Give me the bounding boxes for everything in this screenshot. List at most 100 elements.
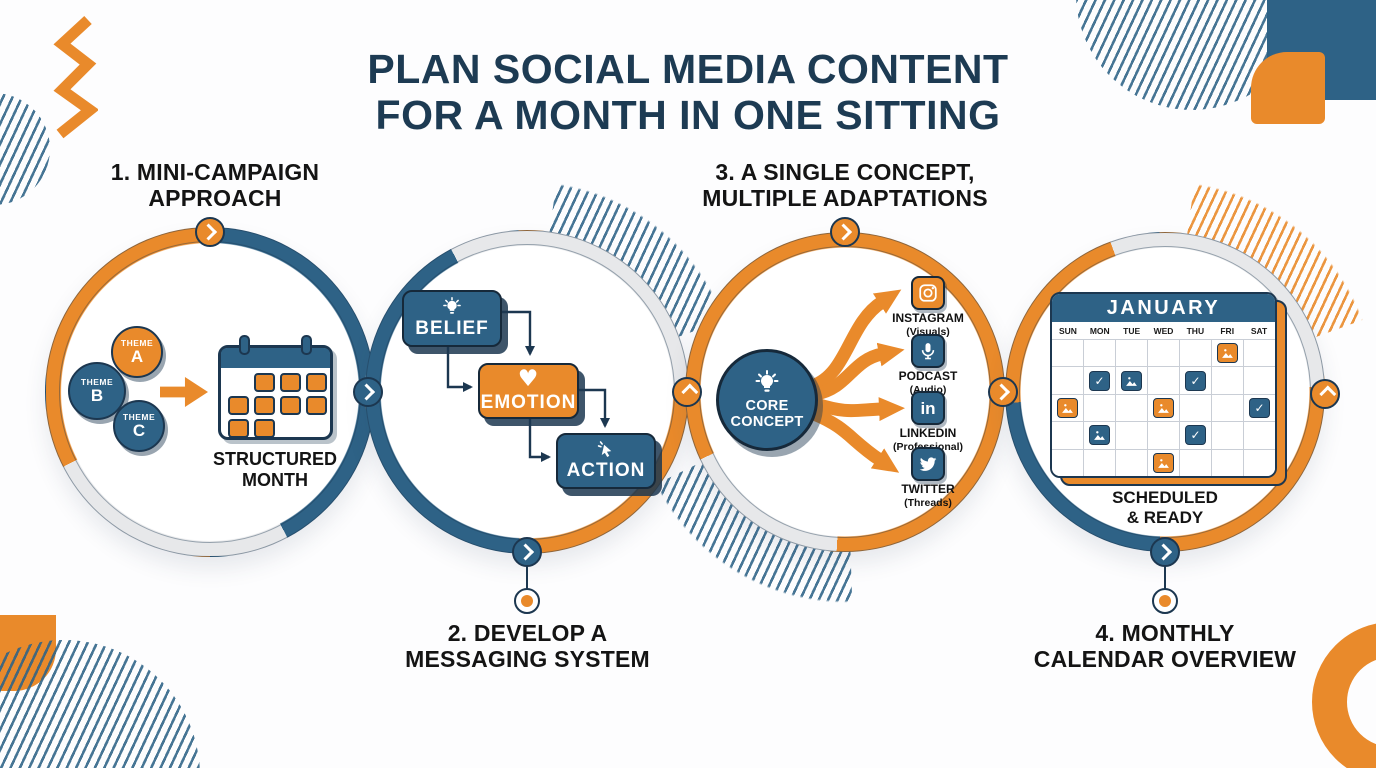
step1-heading-line1: 1. MINI-CAMPAIGN: [110, 159, 320, 185]
calendar-cell: [1084, 340, 1115, 367]
step4-heading-line1: 4. MONTHLY: [1095, 620, 1235, 646]
microphone-icon: [911, 334, 945, 368]
theme-a-circle: THEME A: [111, 326, 163, 378]
weekday-sun: SUN: [1058, 326, 1077, 336]
instagram-icon: [911, 276, 945, 310]
calendar-cell: [1148, 422, 1179, 449]
theme-a-letter: A: [130, 347, 144, 367]
calendar-cell: [1148, 449, 1179, 476]
twitter-icon: [911, 447, 945, 481]
channel-twitter-sub: (Threads): [904, 496, 952, 509]
lightbulb-icon: [443, 297, 461, 314]
fanout-arrows: [805, 289, 905, 473]
calendar-cell: [1084, 394, 1115, 422]
calendar-cell: [1116, 367, 1147, 394]
calendar-cell: [1212, 340, 1243, 367]
junction3-4-node-chevron-right-icon: [988, 377, 1018, 407]
lightbulb-icon: [755, 369, 779, 392]
step1-node-chevron-right-icon: [195, 217, 225, 247]
step4-node-chevron-right-icon: [1150, 537, 1180, 567]
step4-caption: SCHEDULED & READY: [1085, 488, 1245, 528]
calendar-ring-icon: [301, 335, 312, 355]
structured-month-calendar-icon: [218, 335, 333, 440]
step4-marker-dot: [1152, 588, 1178, 614]
step4-node-stem: [1163, 566, 1166, 590]
calendar-cell: [1148, 367, 1179, 394]
image-icon: [1153, 397, 1174, 418]
calendar-cell: [1052, 449, 1083, 476]
image-icon: [1089, 425, 1110, 446]
step1-heading-line2: APPROACH: [148, 184, 282, 211]
cursor-icon: [597, 441, 611, 458]
action-box: ACTION: [556, 433, 656, 489]
striped-circle-left: [0, 93, 50, 205]
image-icon: [1121, 370, 1142, 391]
channel-instagram-name: INSTAGRAM: [892, 311, 964, 325]
step2-heading-line2: MESSAGING SYSTEM: [405, 645, 650, 672]
calendar-cell: [1116, 340, 1147, 367]
calendar-cell: [1180, 394, 1211, 422]
calendar-cell: [1116, 449, 1147, 476]
theme-c-letter: C: [132, 421, 146, 441]
junction2-3-node-chevron-up-icon: [672, 377, 702, 407]
calendar-cell: [1212, 422, 1243, 449]
monthly-calendar-card: JANUARY SUN MON TUE WED THU FRI SAT ✓ ✓ ✓ ✓: [1050, 292, 1277, 478]
step2-node-stem: [525, 566, 528, 590]
check-icon: ✓: [1185, 370, 1206, 391]
page-title-line1: PLAN SOCIAL MEDIA CONTENT: [367, 46, 1009, 92]
calendar-cell: ✓: [1180, 422, 1211, 449]
emotion-box: ♥ EMOTION: [478, 363, 579, 419]
flow-connector-arrows: [446, 310, 610, 462]
junction1-2-node-chevron-right-icon: [353, 377, 383, 407]
emotion-label: EMOTION: [480, 392, 577, 413]
weekday-fri: FRI: [1220, 326, 1235, 336]
calendar-grid: ✓ ✓ ✓ ✓: [1052, 339, 1275, 476]
step4-caption-line2: & READY: [1126, 508, 1204, 528]
calendar-icon-header: [221, 348, 330, 368]
calendar-month-header: JANUARY: [1052, 294, 1275, 322]
core-concept-line2: CONCEPT: [730, 414, 804, 430]
step1-caption-line1: STRUCTURED: [213, 449, 337, 469]
calendar-cell: [1244, 340, 1275, 367]
step1-heading: 1. MINI-CAMPAIGN APPROACH: [60, 159, 370, 212]
calendar-cell: [1212, 449, 1243, 476]
calendar-weekday-row: SUN MON TUE WED THU FRI SAT: [1052, 322, 1275, 339]
step4-right-node-chevron-up-icon: [1310, 379, 1340, 409]
step4-heading-line2: CALENDAR OVERVIEW: [1033, 645, 1297, 672]
calendar-cell: [1148, 340, 1179, 367]
calendar-cell: [1180, 340, 1211, 367]
calendar-ring-icon: [239, 335, 250, 355]
page-title: PLAN SOCIAL MEDIA CONTENT FOR A MONTH IN…: [344, 46, 1032, 139]
weekday-wed: WED: [1153, 326, 1174, 336]
theme-c-word: THEME: [122, 411, 156, 422]
theme-b-circle: THEME B: [68, 362, 126, 420]
core-concept-line1: CORE: [745, 397, 789, 414]
theme-b-word: THEME: [80, 376, 114, 387]
calendar-cell: [1180, 449, 1211, 476]
weekday-tue: TUE: [1123, 326, 1141, 336]
calendar-cell: [1116, 394, 1147, 422]
action-label: ACTION: [566, 460, 646, 481]
step2-node-chevron-right-icon: [512, 537, 542, 567]
calendar-cell: ✓: [1084, 367, 1115, 394]
calendar-cell: [1212, 394, 1243, 422]
channel-twitter-name: TWITTER: [901, 482, 955, 496]
calendar-cell: [1052, 367, 1083, 394]
weekday-sat: SAT: [1250, 326, 1268, 336]
step4-heading: 4. MONTHLY CALENDAR OVERVIEW: [1005, 620, 1325, 673]
channel-instagram: INSTAGRAM (Visuals): [886, 276, 970, 338]
corner-orange-shape-topright: [1251, 52, 1325, 124]
theme-b-letter: B: [90, 386, 104, 406]
belief-label: BELIEF: [415, 318, 489, 339]
core-concept-hub: CORE CONCEPT: [716, 349, 818, 451]
channel-twitter: TWITTER (Threads): [886, 447, 970, 509]
calendar-cell: [1244, 367, 1275, 394]
heart-icon: ♥: [517, 366, 540, 392]
calendar-cell: [1148, 394, 1179, 422]
theme-c-circle: THEME C: [113, 400, 165, 452]
step2-heading: 2. DEVELOP A MESSAGING SYSTEM: [380, 620, 675, 673]
check-icon: ✓: [1249, 397, 1270, 418]
step3-heading-line2: MULTIPLE ADAPTATIONS: [702, 184, 988, 211]
weekday-mon: MON: [1089, 326, 1110, 336]
